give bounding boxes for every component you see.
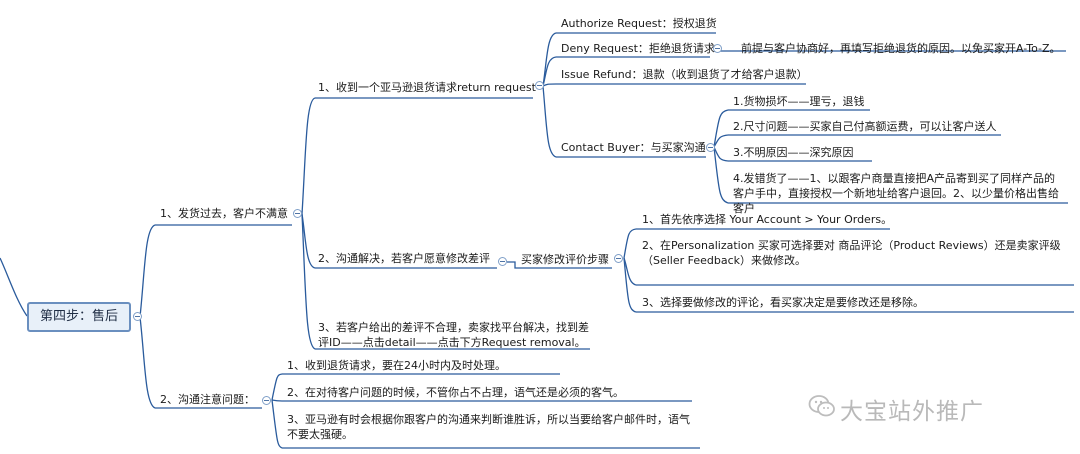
collapse-toggle-branch2[interactable] <box>262 396 271 405</box>
collapse-toggle-root[interactable] <box>133 312 142 321</box>
deny-request-node[interactable]: Deny Request：拒绝退货请求 <box>561 42 715 55</box>
review-step-3[interactable]: 3、选择要做修改的评论，看买家决定是要修改还是移除。 <box>642 296 924 309</box>
contact-note-1[interactable]: 1.货物损坏——理亏，退钱 <box>733 95 865 108</box>
sub3-label[interactable]: 3、若客户给出的差评不合理，卖家找平台解决，找到差评ID——点击detail——… <box>318 321 589 349</box>
review-steps-node[interactable]: 买家修改评价步骤 <box>521 253 609 266</box>
root-node[interactable]: 第四步：售后 <box>27 302 131 332</box>
attention-item-1[interactable]: 1、收到退货请求，要在24小时内及时处理。 <box>287 359 506 372</box>
wechat-icon <box>808 395 835 417</box>
collapse-toggle-sub2[interactable] <box>498 257 507 266</box>
attention-item-3[interactable]: 3、亚马逊有时会根据你跟客户的沟通来判断谁胜诉，所以当要给客户邮件时，语气不要太… <box>287 413 690 441</box>
attention-item-2[interactable]: 2、在对待客户问题的时候，不管你占不占理，语气还是必须的客气。 <box>287 386 624 399</box>
collapse-toggle-contact-buyer[interactable] <box>706 143 715 152</box>
issue-refund-node[interactable]: Issue Refund：退款（收到退货了才给客户退款） <box>561 68 808 81</box>
collapse-toggle-deny-request[interactable] <box>713 44 722 53</box>
deny-request-note[interactable]: 前提与客户协商好，再填写拒绝退货的原因。以免买家开A-To-Z。 <box>741 42 1061 55</box>
review-step-2[interactable]: 2、在Personalization 买家可选择要对 商品评论（Product … <box>642 239 1061 267</box>
contact-note-4[interactable]: 4.发错货了——1、以跟客户商量直接把A产品寄到买了同样产品的客户手中，直接授权… <box>733 172 1059 215</box>
review-step-1[interactable]: 1、首先依序选择 Your Account > Your Orders。 <box>642 213 893 226</box>
authorize-request-node[interactable]: Authorize Request：授权退货 <box>561 17 717 30</box>
contact-note-2[interactable]: 2.尺寸问题——买家自己付高额运费，可以让客户送人 <box>733 120 997 133</box>
branch2-label[interactable]: 2、沟通注意问题： <box>160 393 255 406</box>
contact-note-3[interactable]: 3.不明原因——深究原因 <box>733 146 854 159</box>
collapse-toggle-review-steps[interactable] <box>614 254 623 263</box>
collapse-toggle-branch1[interactable] <box>293 209 302 218</box>
branch1-label[interactable]: 1、发货过去，客户不满意 <box>160 207 288 220</box>
collapse-toggle-sub1[interactable] <box>535 81 544 90</box>
sub1-label[interactable]: 1、收到一个亚马逊退货请求return request <box>318 81 536 94</box>
sub2-label[interactable]: 2、沟通解决，若客户愿意修改差评 <box>318 252 490 265</box>
watermark-text: 大宝站外推广 <box>840 399 984 425</box>
contact-buyer-node[interactable]: Contact Buyer：与买家沟通 <box>561 141 706 154</box>
